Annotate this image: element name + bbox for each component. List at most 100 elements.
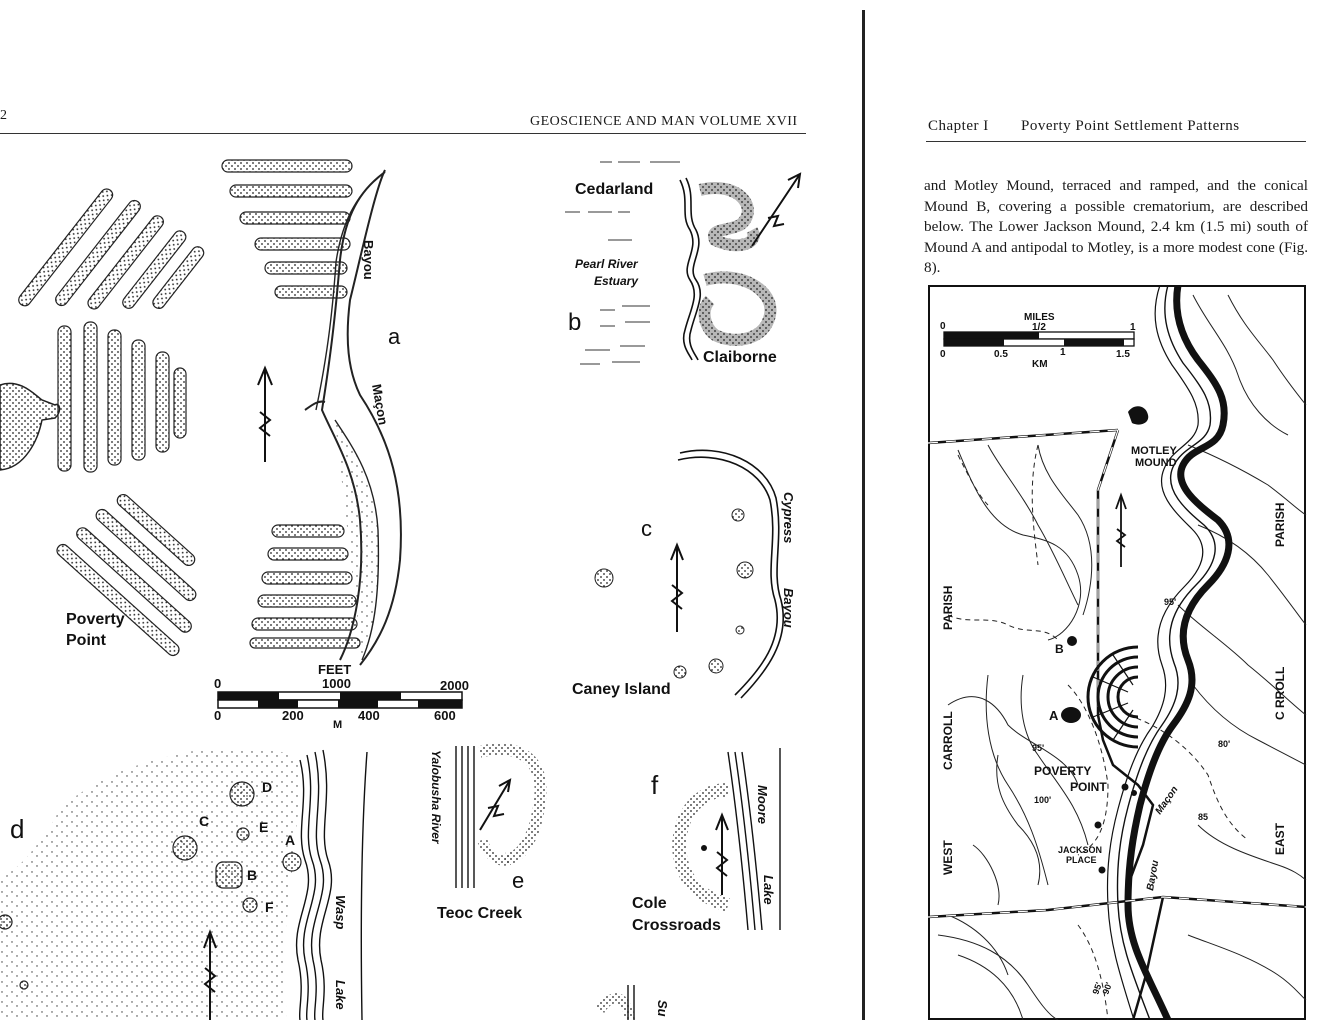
- meter-tick-3: 600: [434, 708, 456, 723]
- body-paragraph: and Motley Mound, terraced and ramped, a…: [924, 177, 1308, 276]
- contour-label-95c: 95': [1090, 981, 1104, 996]
- map-f-label-moore: Moore: [755, 785, 770, 824]
- km-unit: KM: [1032, 359, 1048, 370]
- scale-bar-left: FEET 0 1000 2000 0 200 400 600 M: [214, 662, 469, 731]
- mound-e-label: E: [259, 819, 268, 835]
- poverty-point-earthworks: [1086, 645, 1139, 749]
- scale-bar-right: MILES 0 1/2 1 0 0.5 1 1.5 KM: [940, 312, 1136, 370]
- map-d: d D C E A B F Wasp Lake: [0, 748, 368, 1020]
- running-head-title: Poverty Point Settlement Patterns: [1021, 118, 1240, 134]
- map-d-panel-letter: d: [10, 814, 24, 844]
- label-motley-2: MOUND: [1135, 457, 1177, 469]
- meter-tick-2: 400: [358, 708, 380, 723]
- mile-tick-0: 0: [940, 321, 946, 332]
- map-labels: MOTLEY MOUND B A POVERTY POINT JACKSON P…: [941, 445, 1287, 996]
- map-f-label-cole: Cole: [632, 895, 667, 912]
- mound-a-label: A: [285, 832, 295, 848]
- page-number: 2: [0, 108, 8, 123]
- mound-d-label: D: [262, 779, 272, 795]
- header-rule-right: [926, 141, 1306, 142]
- map-c-panel-letter: c: [641, 516, 652, 541]
- map-c-label-cypress: Cypress: [781, 492, 796, 543]
- map-a-panel-letter: a: [388, 324, 401, 349]
- contour-label-85: 85: [1198, 812, 1208, 822]
- mound-b-marker: [1067, 636, 1077, 646]
- label-mound-b: B: [1055, 642, 1064, 656]
- scale-title: FEET: [318, 662, 351, 677]
- meter-tick-1: 200: [282, 708, 304, 723]
- label-bayou: Bayou: [1145, 860, 1161, 892]
- label-poverty-2: POINT: [1070, 780, 1107, 794]
- km-tick-2: 1: [1060, 347, 1066, 358]
- contour-label-95b: 95': [1032, 743, 1044, 753]
- partial-label: Su: [655, 1000, 670, 1017]
- label-mound-a: A: [1049, 708, 1059, 723]
- label-jackson-2: PLACE: [1066, 855, 1097, 865]
- contour-label-95: 95': [1164, 597, 1176, 607]
- label-motley-1: MOTLEY: [1131, 445, 1177, 457]
- mound-c-label: C: [199, 813, 209, 829]
- motley-mound-marker: [1128, 406, 1149, 425]
- label-carroll-left: CARROLL: [941, 711, 955, 770]
- map-b-label-cedarland: Cedarland: [575, 181, 653, 198]
- map-g-partial: Su: [595, 985, 670, 1020]
- running-head-left: GEOSCIENCE AND MAN VOLUME XVII: [530, 114, 798, 129]
- map-f-label-crossroads: Crossroads: [632, 917, 721, 934]
- mound-b-label: B: [247, 867, 257, 883]
- map-f-panel-letter: f: [651, 770, 659, 800]
- label-west: WEST: [941, 840, 955, 875]
- figure-poverty-point-region-map: MILES 0 1/2 1 0 0.5 1 1.5 KM: [928, 285, 1307, 1020]
- contour-label-90: 90': [1100, 981, 1114, 996]
- map-b-panel-letter: b: [568, 309, 581, 336]
- map-a-water-label-2: Maçon: [369, 383, 391, 426]
- map-b: Cedarland Pearl River Estuary Claiborne …: [565, 161, 802, 366]
- label-poverty-1: POVERTY: [1034, 764, 1091, 778]
- map-b-label-claiborne: Claiborne: [703, 349, 777, 366]
- map-c: c Caney Island Cypress Bayou: [572, 449, 796, 699]
- feet-tick-0: 0: [214, 676, 221, 691]
- mile-tick-1: 1/2: [1032, 322, 1046, 333]
- feet-tick-1: 1000: [322, 676, 351, 691]
- running-head-chapter: Chapter I: [928, 118, 989, 134]
- map-e: Yalobusha River e Teoc Creek: [429, 743, 547, 922]
- map-a-site-line1: Poverty: [66, 611, 125, 628]
- meter-tick-0: 0: [214, 708, 221, 723]
- mile-tick-2: 1: [1130, 322, 1136, 333]
- contour-label-80: 80': [1218, 739, 1230, 749]
- map-d-water-label-1: Wasp: [333, 895, 348, 929]
- mound-f-label: F: [265, 899, 274, 915]
- map-e-label-yalobusha: Yalobusha River: [429, 750, 443, 845]
- km-tick-0: 0: [940, 349, 946, 360]
- map-f-label-lake: Lake: [761, 875, 776, 905]
- label-carroll-right: C RROLL: [1273, 667, 1287, 720]
- map-e-label-teoc: Teoc Creek: [437, 905, 522, 922]
- map-f: f Moore Lake Cole Crossroads: [632, 748, 781, 934]
- label-east: EAST: [1273, 822, 1287, 855]
- mound-a-marker: [1061, 707, 1081, 723]
- km-tick-1: 0.5: [994, 349, 1008, 360]
- north-arrow-a: [257, 365, 273, 462]
- mound-a-shape: [0, 382, 61, 471]
- map-b-label-estuary: Estuary: [594, 274, 639, 288]
- map-e-panel-letter: e: [512, 868, 524, 893]
- header-rule-left: [0, 133, 806, 134]
- figure-site-maps: Bayou Maçon a Poverty Point FEET 0 1000 …: [0, 159, 802, 1020]
- meter-unit: M: [333, 719, 342, 731]
- scale-miles-title: MILES: [1024, 312, 1055, 323]
- map-a-water-label-1: Bayou: [361, 240, 376, 280]
- contour-label-100: 100': [1034, 795, 1051, 805]
- north-arrow-right: [1115, 492, 1127, 567]
- label-parish-right: PARISH: [1273, 503, 1287, 547]
- map-d-water-label-2: Lake: [333, 980, 348, 1010]
- label-jackson-1: JACKSON: [1058, 845, 1102, 855]
- map-a-site-line2: Point: [66, 632, 107, 649]
- map-b-label-pearl-river: Pearl River: [575, 257, 639, 271]
- feet-tick-2: 2000: [440, 678, 469, 693]
- map-c-label-bayou: Bayou: [781, 588, 796, 628]
- label-parish-left: PARISH: [941, 586, 955, 630]
- left-page: 2 GEOSCIENCE AND MAN VOLUME XVII: [0, 108, 806, 1020]
- page-gutter: [862, 10, 865, 1020]
- map-c-label-caney-island: Caney Island: [572, 681, 671, 698]
- map-a: Bayou Maçon a Poverty Point: [0, 159, 402, 666]
- km-tick-3: 1.5: [1116, 349, 1130, 360]
